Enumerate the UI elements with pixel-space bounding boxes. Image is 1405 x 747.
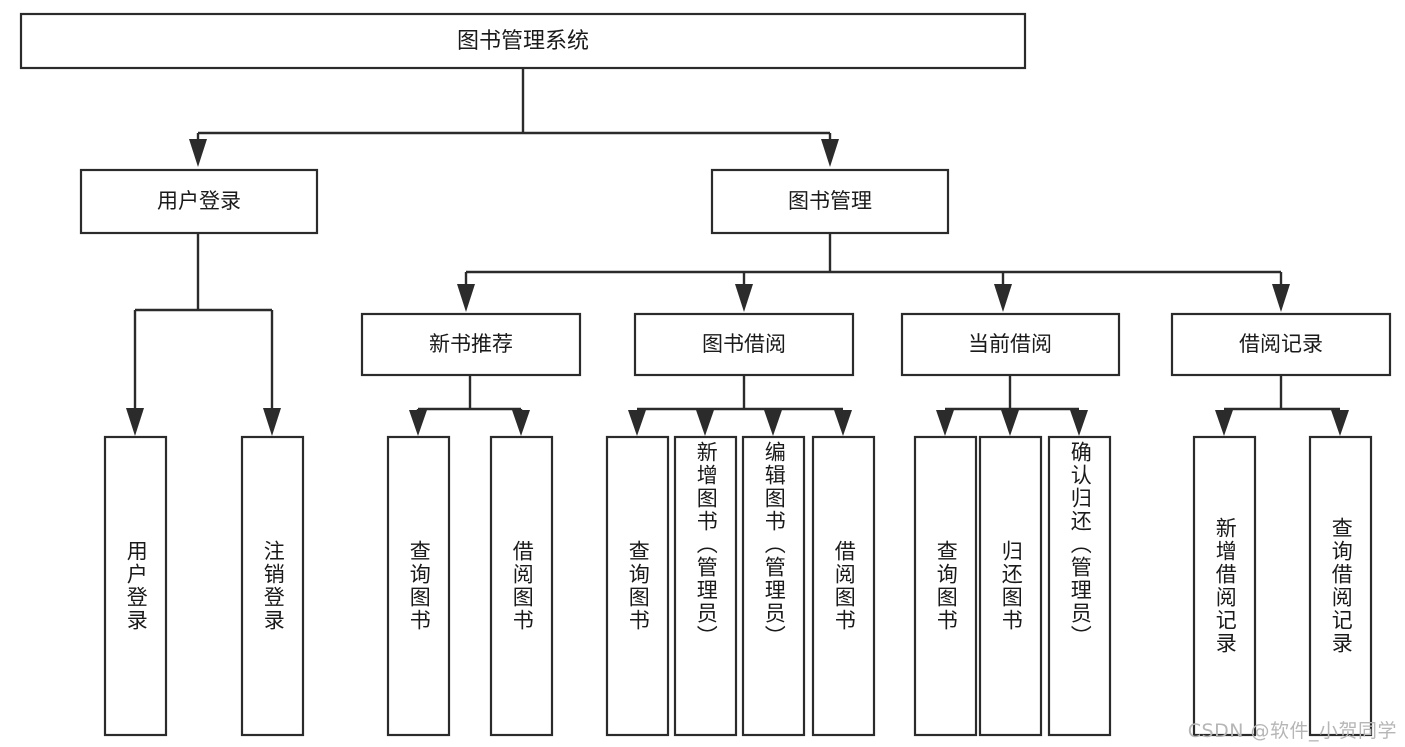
arrow-head-leaf-logout-login <box>263 408 281 436</box>
node-current-borrow-label: 当前借阅 <box>968 332 1052 356</box>
arrow-head-new-book-recommend <box>457 284 475 312</box>
node-book-borrow-box[interactable] <box>633 312 855 377</box>
leaf-borrow-book-1-box[interactable] <box>489 435 554 737</box>
arrow-head-book-borrow <box>735 284 753 312</box>
node-current-borrow[interactable]: 当前借阅 <box>900 312 1121 377</box>
connector-group-user-login-children <box>126 233 281 436</box>
leaf-query-book-1-box[interactable] <box>386 435 451 737</box>
leaf-query-book-3-box[interactable] <box>913 435 978 737</box>
arrow-head-leaf-borrow-book-1 <box>512 410 530 436</box>
arrow-head-borrow-record <box>1272 284 1290 312</box>
node-new-book-recommend-label: 新书推荐 <box>429 332 513 356</box>
arrow-head-leaf-add-book <box>696 410 714 436</box>
node-borrow-record-label: 借阅记录 <box>1239 332 1323 356</box>
node-book-borrow[interactable]: 图书借阅 <box>633 312 855 377</box>
arrow-head-book-manage <box>821 139 839 167</box>
connector-group-book-manage-children <box>457 233 1290 312</box>
connector-group-current-borrow-children <box>936 375 1088 436</box>
node-root-label: 图书管理系统 <box>457 29 589 54</box>
node-current-borrow-box[interactable] <box>900 312 1121 377</box>
leaf-query-book-2-box[interactable] <box>605 435 670 737</box>
node-user-login-label: 用户登录 <box>157 189 241 213</box>
arrow-head-leaf-add-record <box>1215 410 1233 436</box>
arrow-head-leaf-confirm-return <box>1070 410 1088 436</box>
connector-group-root-to-level2 <box>189 68 839 167</box>
connector-group-new-book-recommend-children <box>409 375 530 436</box>
node-new-book-recommend-box[interactable] <box>360 312 582 377</box>
node-book-manage-box[interactable] <box>710 168 950 235</box>
node-new-book-recommend[interactable]: 新书推荐 <box>360 312 582 377</box>
leaf-box-group <box>103 435 1373 737</box>
node-book-manage-label: 图书管理 <box>788 189 872 213</box>
arrow-head-leaf-borrow-book-2 <box>834 410 852 436</box>
leaf-confirm-return-box[interactable] <box>1047 435 1112 737</box>
arrow-head-leaf-user-login <box>126 408 144 436</box>
leaf-add-record-box[interactable] <box>1192 435 1257 737</box>
connector-group-book-borrow-children <box>628 375 852 436</box>
arrow-head-leaf-return-book <box>1001 410 1019 436</box>
node-book-manage[interactable]: 图书管理 <box>710 168 950 235</box>
node-root[interactable]: 图书管理系统 <box>19 12 1027 70</box>
leaf-user-login-box[interactable] <box>103 435 168 737</box>
node-user-login[interactable]: 用户登录 <box>79 168 319 235</box>
node-borrow-record[interactable]: 借阅记录 <box>1170 312 1392 377</box>
arrow-head-current-borrow <box>994 284 1012 312</box>
leaf-logout-login-box[interactable] <box>240 435 305 737</box>
node-borrow-record-box[interactable] <box>1170 312 1392 377</box>
leaf-query-record-box[interactable] <box>1308 435 1373 737</box>
arrow-head-user-login <box>189 139 207 167</box>
leaf-add-book-box[interactable] <box>673 435 738 737</box>
arrow-head-leaf-edit-book <box>764 410 782 436</box>
arrow-head-leaf-query-book-2 <box>628 410 646 436</box>
node-user-login-box[interactable] <box>79 168 319 235</box>
arrow-head-leaf-query-book-3 <box>936 410 954 436</box>
node-root-box[interactable] <box>19 12 1027 70</box>
connector-group-borrow-record-children <box>1215 375 1349 436</box>
node-book-borrow-label: 图书借阅 <box>702 332 786 356</box>
arrow-head-leaf-query-record <box>1331 410 1349 436</box>
leaf-edit-book-box[interactable] <box>741 435 806 737</box>
arrow-head-leaf-query-book-1 <box>409 410 427 436</box>
leaf-borrow-book-2-box[interactable] <box>811 435 876 737</box>
csdn-watermark: CSDN @软件_小贺同学 <box>1187 720 1397 742</box>
leaf-return-book-box[interactable] <box>978 435 1043 737</box>
